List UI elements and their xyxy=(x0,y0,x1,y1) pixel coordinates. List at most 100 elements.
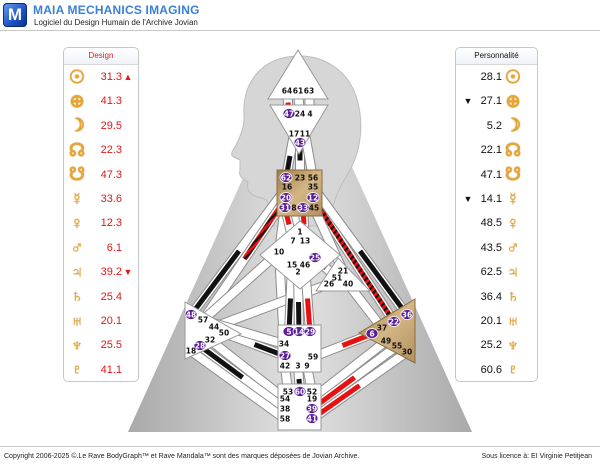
personality-value: 25.2 xyxy=(480,339,502,352)
jupiter-icon: ♃ xyxy=(506,261,520,282)
gate-41-active-marker xyxy=(305,413,319,424)
gate-5: 5 xyxy=(286,328,291,337)
gate-3: 3 xyxy=(295,362,300,371)
design-row-north-node: ☊ 22.3 xyxy=(66,139,134,161)
gate-60-active-marker xyxy=(293,386,307,397)
north-node-icon: ☊ xyxy=(505,139,521,160)
design-value: 22.3 xyxy=(100,144,122,157)
personality-panel-title: Personnalité xyxy=(456,48,537,65)
marker-icon: ▼ xyxy=(123,267,133,278)
personality-value: 43.5 xyxy=(480,241,502,254)
jupiter-icon: ♃ xyxy=(70,261,84,282)
design-row-mars: ♂6.1 xyxy=(66,237,134,259)
personality-row-neptune: 25.2♆ xyxy=(462,334,524,356)
gate-1: 1 xyxy=(297,228,302,237)
gate-62: 62 xyxy=(281,174,291,183)
gate-36-active-marker xyxy=(400,309,414,320)
design-row-venus: ♀12.3 xyxy=(66,212,134,234)
gate-39: 39 xyxy=(307,405,317,414)
design-panel: Design ☉31.3▲⊕41.3☽29.5☊22.3☋47.3☿33.6♀1… xyxy=(63,47,139,382)
mercury-icon: ☿ xyxy=(506,188,520,209)
personality-row-pluto: 60.6 ♇ xyxy=(462,359,524,381)
personality-value: 62.5 xyxy=(480,266,502,279)
app-title: MAIA MECHANICS IMAGING xyxy=(33,3,200,17)
uranus-icon: ♅ xyxy=(70,310,84,331)
gate-24: 24 xyxy=(295,110,305,119)
gate-59: 59 xyxy=(308,353,318,362)
gate-46: 46 xyxy=(300,261,310,270)
design-row-neptune: ♆25.5 xyxy=(66,334,134,356)
heart-center xyxy=(315,257,372,292)
gate-6-active-marker xyxy=(365,328,379,339)
earth-icon: ⊕ xyxy=(505,90,521,111)
personality-row-north-node: 22.1☊ xyxy=(462,139,524,161)
gate-60: 60 xyxy=(295,388,305,397)
gate-35: 35 xyxy=(308,183,318,192)
personality-value: 60.6 xyxy=(480,363,502,376)
design-value: 33.6 xyxy=(100,193,122,205)
design-value: 25.5 xyxy=(100,339,122,352)
design-value: 25.4 xyxy=(100,290,122,303)
design-row-sun: ☉31.3▲ xyxy=(66,66,134,88)
gate-58: 58 xyxy=(280,415,290,424)
design-value: 41.1 xyxy=(100,363,122,376)
design-row-earth: ⊕41.3 xyxy=(66,90,134,112)
personality-value: 14.1 xyxy=(480,193,502,205)
personality-row-jupiter: 62.5 ♃ xyxy=(462,261,524,283)
personality-row-earth: ▼27.1⊕ xyxy=(462,90,524,112)
gate-20: 20 xyxy=(281,194,291,203)
personality-row-uranus: 20.1♅ xyxy=(462,310,524,332)
marker-icon: ▲ xyxy=(123,72,133,82)
marker-icon: ▼ xyxy=(463,194,473,204)
south-node-icon: ☋ xyxy=(69,164,85,185)
head-center xyxy=(267,49,329,100)
gate-33: 33 xyxy=(298,204,308,213)
design-panel-title: Design xyxy=(64,48,138,65)
marker-icon: ▼ xyxy=(463,96,473,107)
uranus-icon: ♅ xyxy=(506,310,520,331)
gate-54: 54 xyxy=(280,395,290,404)
gate-27-active-marker xyxy=(278,350,292,361)
gate-25-active-marker xyxy=(308,252,322,263)
venus-icon: ♀ xyxy=(506,212,520,233)
copyright-text: Copyright 2006-2025 ©.Le Rave BodyGraph™… xyxy=(4,453,360,460)
personality-value: 47.1 xyxy=(480,168,502,181)
gate-49: 49 xyxy=(381,337,391,346)
gate-62-active-marker xyxy=(279,172,293,183)
design-value: 31.3 xyxy=(100,71,122,83)
design-row-saturn: ♄25.4 xyxy=(66,286,134,308)
gate-8: 8 xyxy=(291,204,296,213)
gate-33-active-marker xyxy=(296,202,310,213)
app-logo: M xyxy=(3,3,27,27)
gate-31-active-marker xyxy=(278,202,292,213)
gate-30: 30 xyxy=(402,348,412,357)
personality-row-sun: 28.1☉ xyxy=(462,66,524,88)
gate-10: 10 xyxy=(274,248,284,257)
gate-12-active-marker xyxy=(306,192,320,203)
gate-34: 34 xyxy=(279,340,289,349)
gate-63: 63 xyxy=(304,87,314,96)
design-value: 41.3 xyxy=(100,95,122,108)
footer: Copyright 2006-2025 ©.Le Rave BodyGraph™… xyxy=(0,446,600,467)
saturn-icon: ♄ xyxy=(506,286,520,307)
gate-56: 56 xyxy=(308,174,318,183)
gate-23: 23 xyxy=(295,174,305,183)
gate-11: 11 xyxy=(300,130,310,139)
moon-icon: ☽ xyxy=(504,115,522,136)
gate-27: 27 xyxy=(280,352,290,361)
channel-32-54 xyxy=(207,336,288,403)
personality-row-venus: 48.5♀ xyxy=(462,212,524,234)
north-node-icon: ☊ xyxy=(69,139,85,160)
gate-9: 9 xyxy=(304,362,309,371)
gate-15: 15 xyxy=(287,261,297,270)
design-row-moon: ☽29.5 xyxy=(66,115,134,137)
gate-43-active-marker xyxy=(293,137,307,148)
gate-12: 12 xyxy=(308,194,318,203)
gate-48-active-marker xyxy=(184,309,198,320)
pluto-icon: ♇ xyxy=(506,359,520,380)
g-center xyxy=(259,220,341,290)
design-value: 6.1 xyxy=(106,241,122,254)
personality-value: 28.1 xyxy=(480,71,502,83)
gate-2: 2 xyxy=(295,268,300,277)
